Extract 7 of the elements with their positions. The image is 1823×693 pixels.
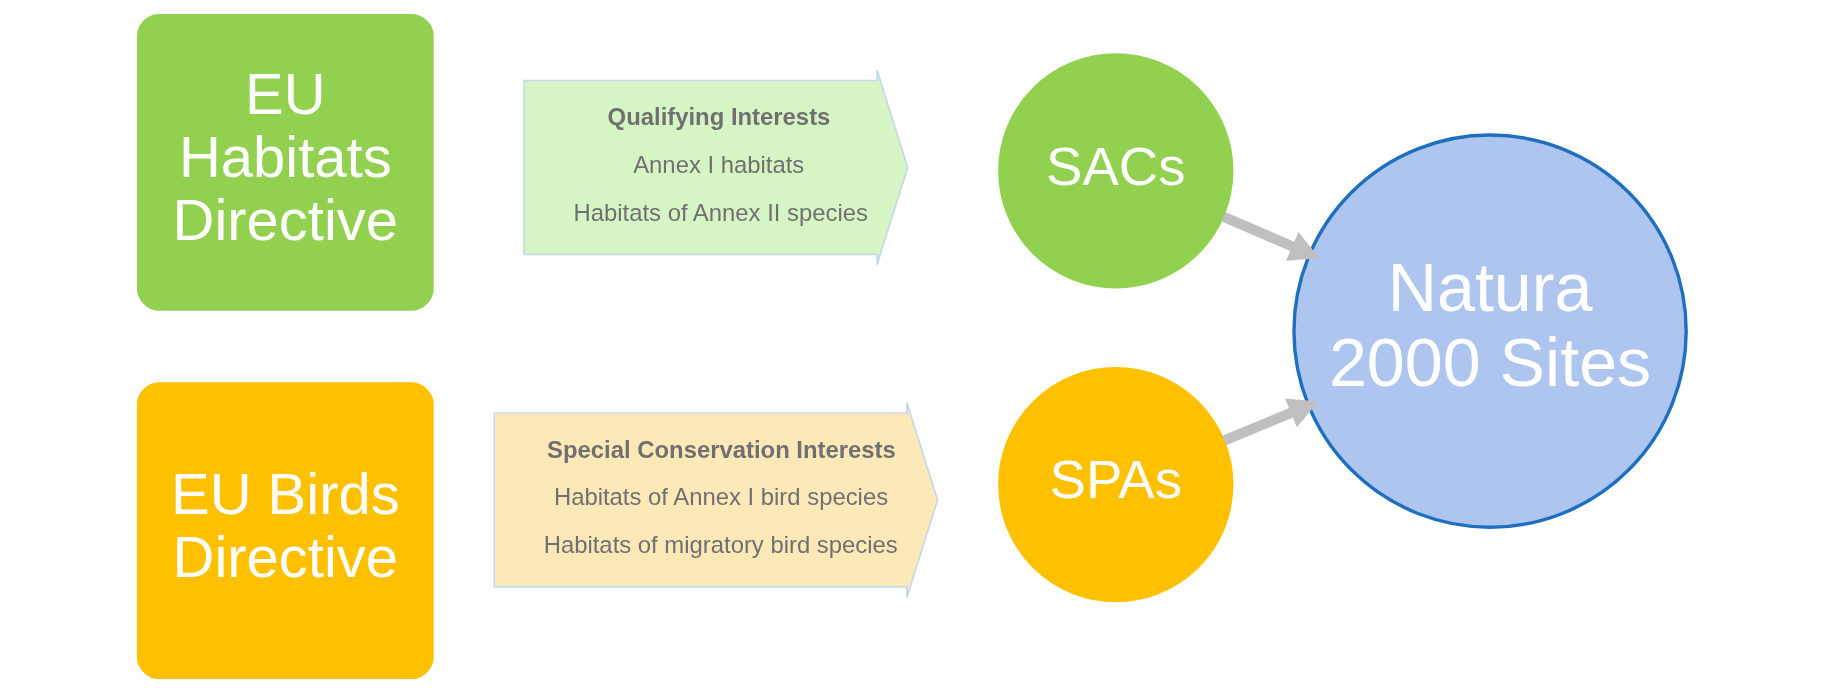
arrow (1220, 211, 1320, 261)
arrow (1221, 398, 1318, 446)
node-circle: SPAs (997, 366, 1233, 603)
node-circle: SACs (997, 53, 1233, 289)
node-box: EU Birds Directive (136, 382, 434, 680)
node-box: EU Habitats Directive (136, 13, 434, 311)
node-circle: Natura 2000 Sites (1291, 133, 1688, 529)
